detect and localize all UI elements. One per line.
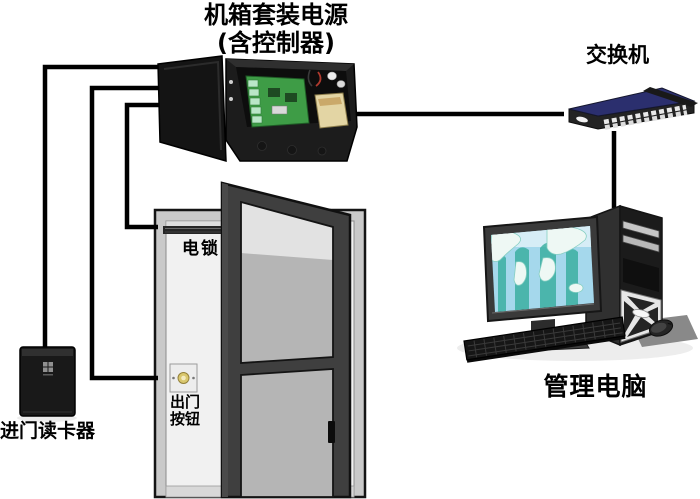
exit-button-screw-left [172, 376, 175, 380]
power-box-label: 机箱套装电源 (含控制器) [190, 1, 362, 57]
power-box-lid [157, 55, 227, 163]
wire-power-to-exit-button [89, 85, 168, 381]
door-glass-lower [240, 368, 334, 498]
capacitor [336, 80, 346, 88]
electric-lock-label: 电锁 [182, 239, 220, 259]
power-transformer [314, 92, 349, 129]
optical-drive [622, 220, 660, 239]
exit-button-label-line1: 出门 [169, 393, 200, 411]
network-switch [568, 87, 698, 130]
exit-button-screw-right [192, 376, 195, 380]
exit-button-device [169, 363, 198, 393]
door-assembly [153, 181, 367, 499]
monitor-screen [491, 226, 594, 312]
power-box-label-line2: (含控制器) [217, 29, 335, 57]
wire-power-to-electric-lock [124, 102, 172, 230]
mouse [648, 319, 674, 337]
door-lock-notch [328, 421, 335, 443]
optical-drive [622, 234, 660, 253]
power-button [632, 309, 650, 318]
management-computer [457, 204, 698, 363]
internal-wire [315, 71, 322, 87]
power-box-label-line1: 机箱套装电源 [204, 1, 348, 29]
door-edge [222, 183, 228, 497]
wires [42, 64, 617, 381]
controller-pcb [245, 75, 310, 128]
world-map-continents [491, 226, 587, 293]
capacitor [327, 71, 337, 81]
switch-uplink-port [576, 116, 588, 123]
computer-label: 管理电脑 [543, 372, 648, 401]
wire-power-to-card-reader [42, 64, 163, 350]
power-supply-box [157, 55, 358, 163]
switch-label: 交换机 [586, 43, 649, 67]
monitor [482, 215, 603, 353]
card-reader-label: 进门读卡器 [0, 420, 96, 442]
card-reader-body [19, 346, 76, 417]
card-reader-logo [43, 362, 53, 376]
card-reader-device [17, 346, 77, 422]
exit-button-label-line2: 按钮 [169, 410, 200, 428]
exit-button-label: 出门 按钮 [166, 394, 204, 428]
switch-ports [603, 104, 688, 130]
keyboard [463, 316, 626, 363]
door-leaf [220, 181, 352, 499]
